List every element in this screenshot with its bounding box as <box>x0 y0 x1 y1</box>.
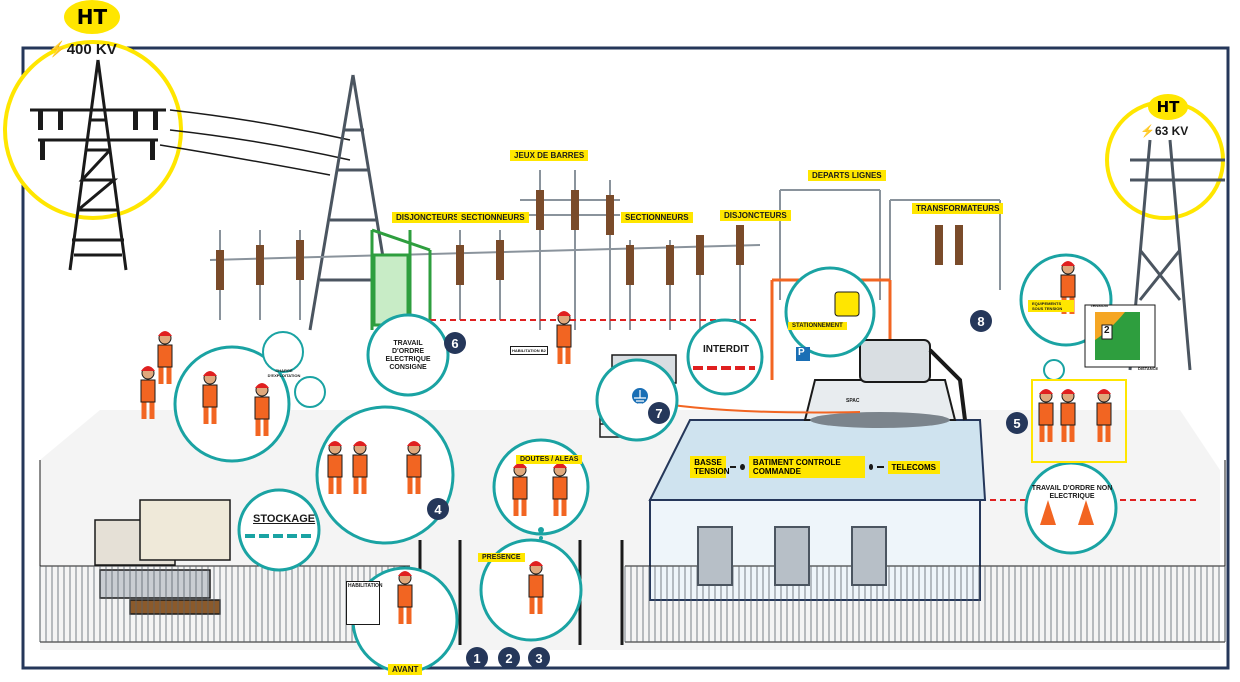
label-travail-non-electrique: TRAVAIL D'ORDRE NON ELECTRIQUE <box>1031 485 1113 500</box>
truck-icon <box>834 291 860 317</box>
building-door-1 <box>697 526 733 586</box>
step-badge-5: 5 <box>1006 412 1028 434</box>
label-telecoms: TELECOMS <box>887 460 940 474</box>
pylon-400-icon <box>30 59 166 271</box>
phone-18-circle <box>294 376 326 408</box>
label-doutes-aleas: DOUTES / ALEAS <box>516 455 583 464</box>
step-badge-1: 1 <box>466 647 488 669</box>
ht-63-voltage: ⚡63 KV <box>1140 124 1188 138</box>
tension-panel <box>1084 304 1156 368</box>
worker-figure <box>327 441 343 494</box>
label-avant: AVANT <box>388 664 423 675</box>
worker-figure <box>406 441 422 494</box>
worker-figure <box>1038 389 1054 442</box>
tension-rate-value: 2 <box>1104 325 1110 336</box>
stationnement-circle <box>784 266 876 358</box>
excavator-icon <box>803 339 967 428</box>
label-habilitation: HABILITATION <box>346 581 383 625</box>
step-badge-7: 7 <box>648 402 670 424</box>
worker-figure <box>512 463 528 516</box>
zone-6-circle <box>366 313 450 397</box>
label-habilitation-b2: HABILITATION B2 <box>510 346 548 355</box>
interdit-circle <box>686 318 764 396</box>
worker-figure <box>352 441 368 494</box>
step-badge-4: 4 <box>427 498 449 520</box>
label-basse-tension: BASSE TENSION <box>690 456 730 478</box>
step-badge-3: 3 <box>528 647 550 669</box>
worker-figure <box>397 571 413 624</box>
label-sectionneurs-right: SECTIONNEURS <box>621 212 693 223</box>
building-door-2 <box>774 526 810 586</box>
label-presence: PRESENCE <box>478 553 525 562</box>
zone-5-frame <box>1031 379 1127 463</box>
lightning-icon: ⚡ <box>48 41 67 58</box>
pylon-63-icon <box>1128 139 1225 371</box>
worker-figure <box>552 463 568 516</box>
worker-figure <box>1060 261 1076 314</box>
label-stationnement: STATIONNEMENT <box>788 322 847 330</box>
ht-400-voltage-text: 400 KV <box>66 41 117 58</box>
parking-sign-icon <box>796 347 810 361</box>
label-sectionneurs-left: SECTIONNEURS <box>457 212 529 223</box>
label-disjoncteurs-right: DISJONCTEURS <box>720 210 791 221</box>
stockage-circle <box>237 488 321 572</box>
label-tension: TENSION <box>1090 303 1108 308</box>
worker-figure <box>1096 389 1112 442</box>
label-departs-lignes: DEPARTS LIGNES <box>808 170 886 181</box>
traffic-cones <box>1040 500 1094 525</box>
step-badge-2: 2 <box>498 647 520 669</box>
label-jeux-de-barres: JEUX DE BARRES <box>510 150 589 161</box>
label-travail-electrique: TRAVAIL D'ORDRE ELECTRIQUE CONSIGNE <box>385 340 431 371</box>
worker-figure <box>528 561 544 614</box>
step-badge-6: 6 <box>444 332 466 354</box>
label-charge-exploitation: CHARGE D'EXPLOITATION <box>267 368 301 378</box>
page-frame <box>21 46 1230 670</box>
label-batiment-controle: BATIMENT CONTROLE COMMANDE <box>748 456 865 478</box>
zone-4-circle <box>315 405 455 545</box>
worker-figure <box>157 331 173 384</box>
worker-figure <box>140 366 156 419</box>
label-equipements-sous-tension: EQUIPEMENTS SOUS TENSION <box>1028 300 1074 312</box>
label-distance: DISTANCE <box>1138 366 1159 371</box>
worker-figure <box>254 383 270 436</box>
lightning-icon: ⚡ <box>1140 124 1155 138</box>
ht-400-voltage: ⚡400 KV <box>48 40 117 58</box>
phone-number: 18 <box>304 400 310 406</box>
non-electrique-circle <box>1024 461 1118 555</box>
building-door-3 <box>851 526 887 586</box>
vehicle-brand: SPAC <box>846 398 860 404</box>
ht-400-circle <box>3 40 183 220</box>
ht-63-voltage-text: 63 KV <box>1154 124 1189 138</box>
worker-figure <box>1060 389 1076 442</box>
label-interdit: INTERDIT <box>703 344 750 355</box>
worker-figure <box>556 311 572 364</box>
label-stockage: STOCKAGE <box>253 513 316 525</box>
building-label-row: BASSE TENSION BATIMENT CONTROLE COMMANDE… <box>690 456 940 478</box>
ht-63-badge: HT <box>1148 94 1188 120</box>
step-badge-8: 8 <box>970 310 992 332</box>
label-transformateurs: TRANSFORMATEURS <box>912 203 1004 214</box>
charge-exploitation-circle <box>262 331 304 373</box>
label-disjoncteurs-left: DISJONCTEURS <box>392 212 463 223</box>
worker-figure <box>202 371 218 424</box>
ht-400-badge: HT <box>64 0 120 34</box>
parking-letter: P <box>798 347 805 358</box>
